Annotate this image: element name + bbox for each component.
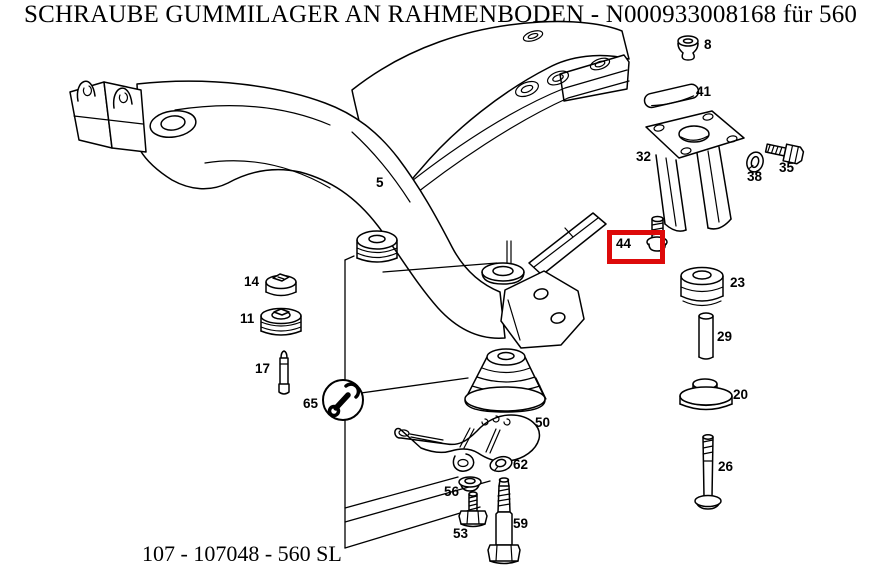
part-50-drawing xyxy=(394,414,541,472)
part-26-drawing xyxy=(694,434,722,510)
part-label-41: 41 xyxy=(696,84,712,99)
part-label-14: 14 xyxy=(244,274,260,289)
part-32-drawing xyxy=(645,110,745,232)
page-title: SCHRAUBE GUMMILAGER AN RAHMENBODEN - N00… xyxy=(24,1,858,28)
subframe-left-bracket-drawing xyxy=(69,80,197,153)
part-label-44: 44 xyxy=(616,236,632,251)
part-label-53: 53 xyxy=(453,526,469,541)
center-bushing-drawing xyxy=(464,348,547,413)
part-label-38: 38 xyxy=(747,169,763,184)
part-35-drawing xyxy=(764,143,805,165)
part-label-29: 29 xyxy=(717,329,733,344)
catalog-reference: 107 - 107048 - 560 SL xyxy=(142,541,342,566)
part-label-32: 32 xyxy=(636,149,652,164)
part-20-drawing xyxy=(679,378,733,411)
part-8-drawing xyxy=(677,35,699,61)
part-label-56: 56 xyxy=(444,484,460,499)
part-label-50: 50 xyxy=(535,415,551,430)
subframe-front-beam-drawing xyxy=(136,80,506,339)
part-label-26: 26 xyxy=(718,459,734,474)
part-label-23: 23 xyxy=(730,275,746,290)
center-washer-mount-drawing xyxy=(481,240,525,285)
part-label-20: 20 xyxy=(733,387,749,402)
part-41-drawing xyxy=(643,83,700,109)
part-38-drawing xyxy=(746,151,764,173)
part-62-drawing xyxy=(489,455,513,473)
part-label-35: 35 xyxy=(779,160,795,175)
part-label-11: 11 xyxy=(240,311,255,326)
part-11-drawing xyxy=(260,307,302,336)
leader-lines xyxy=(344,255,498,549)
part-label-65: 65 xyxy=(303,396,319,411)
part-29-drawing xyxy=(698,312,714,360)
part-label-62: 62 xyxy=(513,457,529,472)
part-17-drawing xyxy=(278,350,290,395)
subframe-extension-bar-drawing xyxy=(528,212,607,276)
part-label-5: 5 xyxy=(376,175,384,190)
part-59-drawing xyxy=(487,477,521,565)
part-label-59: 59 xyxy=(513,516,529,531)
part-label-17: 17 xyxy=(255,361,271,376)
wrench-tool-symbol xyxy=(322,379,364,421)
part-23-drawing xyxy=(680,266,724,307)
part-53-drawing xyxy=(458,491,488,528)
part-label-8: 8 xyxy=(704,37,712,52)
part-14-drawing xyxy=(265,273,297,297)
highlight-box-part-44 xyxy=(607,230,665,264)
part-56-drawing xyxy=(458,476,482,492)
beam-end-bracket-drawing xyxy=(500,270,585,349)
beam-rubber-mount-drawing xyxy=(356,230,398,263)
